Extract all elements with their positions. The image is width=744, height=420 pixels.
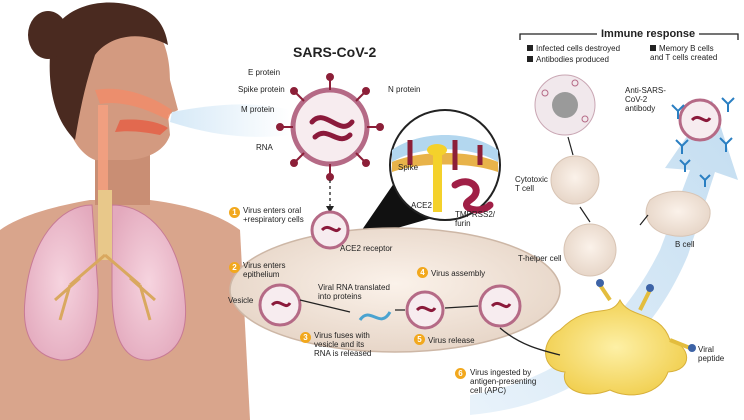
cytotoxic-t-cell [550,155,600,205]
bullet-square [527,56,533,62]
right-lung [111,204,187,361]
label-e-protein: E protein [248,68,281,77]
step-5-text: Virus release [428,336,475,345]
immune-flow-arrows [567,136,649,226]
label-vesicle: Vesicle [228,296,254,305]
label-viral-rna: Viral RNA translated into proteins [318,283,390,301]
left-lung [23,204,99,361]
released-rna [358,311,392,321]
label-t-helper: T-helper cell [518,254,562,263]
trachea [98,190,112,260]
virion-main [276,73,384,181]
hair [49,2,168,140]
step-4-text: Virus assembly [431,269,486,278]
label-ace2-receptor: ACE2 receptor [340,244,393,253]
label-spike-protein: Spike protein [238,85,285,94]
step-2-text: Virus enters epithelium [243,261,286,279]
bullet-square [527,45,533,51]
destroyed-infected-cell [534,74,596,136]
immune-item-antibodies: Antibodies produced [527,55,609,64]
immune-response-heading: Immune response [597,28,700,40]
hair-bun [28,11,68,59]
label-b-cell: B cell [675,240,695,249]
step-1-text: Virus enters oral +respiratory cells [243,206,304,224]
label-ace2: ACE2 [411,201,432,210]
lungs [23,190,187,361]
virion-entering [310,210,350,250]
apc-ingestion-arrow [499,327,561,356]
host-cell [229,227,561,353]
label-tmprss2: TMPRSS2/ furin [455,210,496,228]
virus-title: SARS-CoV-2 [293,44,377,60]
step-arrows [299,299,479,313]
virion-in-vesicle [258,283,302,327]
virion-released [478,284,522,328]
free-antibodies [679,159,711,187]
step-6-badge: 6 [455,368,466,379]
step-3-text: Virus fuses with vesicle and its RNA is … [314,331,372,358]
label-antibody: Anti-SARS- CoV-2 antibody [625,86,666,113]
step-3-badge: 3 [300,332,311,343]
label-viral-peptide: Viral peptide [698,345,725,363]
antigen-presenting-cell [545,279,696,396]
neutralized-virion [671,97,735,154]
label-spike: Spike [398,163,419,172]
label-cytotoxic: Cytotoxic T cell [515,175,548,193]
label-rna: RNA [256,143,273,152]
virion-assembly [405,290,445,330]
exhaled-breath [170,104,290,137]
immune-cells [534,74,735,277]
bronchi [54,253,156,321]
step-5-badge: 5 [414,334,425,345]
step-1-badge: 1 [229,207,240,218]
mouth-cavity [115,119,168,135]
label-n-protein: N protein [388,85,421,94]
t-helper-cell [563,223,617,277]
step-4-badge: 4 [417,267,428,278]
immune-item-memory: Memory B cells and T cells created [650,44,718,62]
receptor-zoom [355,109,501,240]
immune-item-infected-destroyed: Infected cells destroyed [527,44,620,53]
step-6-text: Virus ingested by antigen-presenting cel… [470,368,537,395]
bullet-square [650,45,656,51]
step-2-badge: 2 [229,262,240,273]
b-cell [645,190,711,237]
nasal-airway [95,88,172,120]
label-m-protein: M protein [241,105,275,114]
